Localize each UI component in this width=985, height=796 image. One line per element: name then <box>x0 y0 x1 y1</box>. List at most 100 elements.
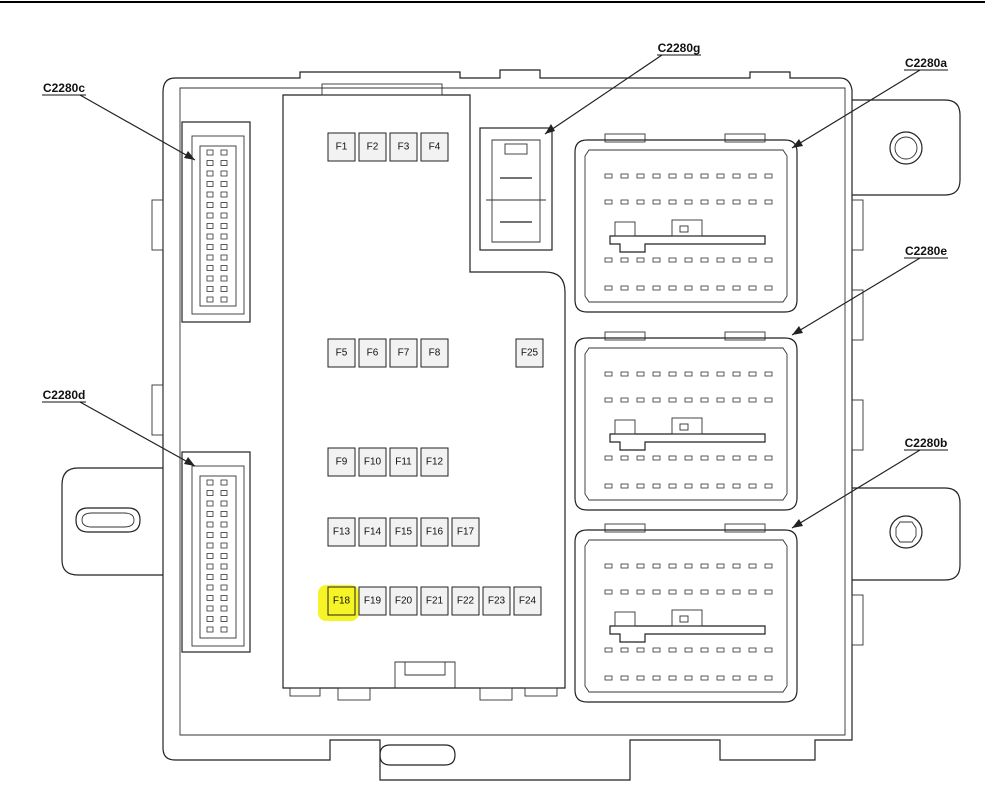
connector-pin <box>668 173 677 179</box>
connector-pin <box>636 563 645 569</box>
connector-pin <box>668 257 677 263</box>
connector-pin <box>700 257 709 263</box>
connector-pin <box>684 371 693 377</box>
connector-c2280d <box>181 451 251 653</box>
connector-pin <box>668 483 677 489</box>
connector-pin <box>716 257 725 263</box>
connector-pin <box>206 223 214 229</box>
connector-pin <box>220 149 228 156</box>
connector-pin <box>604 371 613 377</box>
connector-pin <box>636 371 645 377</box>
fuse-label-f9: F9 <box>336 457 348 468</box>
connector-pin <box>668 199 677 205</box>
connector-pin <box>748 675 757 681</box>
connector-c2280g <box>479 127 553 251</box>
connector-pin <box>206 181 214 187</box>
connector-pin <box>220 553 228 559</box>
fuse-panel <box>282 83 566 701</box>
connector-pin <box>604 285 613 291</box>
connector-pin <box>700 483 709 489</box>
connector-pin <box>668 675 677 681</box>
connector-pin <box>206 212 214 219</box>
connector-pin <box>636 455 645 461</box>
connector-pin <box>684 483 693 489</box>
connector-pin <box>732 455 741 461</box>
connector-pin <box>764 563 773 569</box>
connector-pin <box>206 286 214 292</box>
connector-pin <box>700 589 709 595</box>
connector-pin <box>604 647 613 653</box>
connector-pin <box>700 173 709 179</box>
connector-pin <box>220 479 228 486</box>
connector-pin <box>220 563 228 570</box>
connector-pin <box>732 257 741 263</box>
connector-pin <box>684 257 693 263</box>
fuse-f25 <box>515 338 544 368</box>
connector-pin <box>764 483 773 489</box>
connector-pin <box>652 257 661 263</box>
connector-pin <box>700 455 709 461</box>
fuse-f3 <box>389 132 418 162</box>
connector-pin <box>684 563 693 569</box>
fuse-f12 <box>420 447 449 477</box>
connector-pin <box>748 455 757 461</box>
fuse-f18 <box>327 586 356 616</box>
connector-pin <box>732 173 741 179</box>
fuse-f22 <box>451 586 480 616</box>
fuse-label-f1: F1 <box>336 142 348 153</box>
connector-c2280a <box>574 133 798 313</box>
connector-pin <box>700 199 709 205</box>
connector-pin <box>620 199 629 205</box>
connector-pin <box>604 589 613 595</box>
connector-pin <box>716 371 725 377</box>
connector-pin <box>220 616 228 622</box>
connector-pin <box>716 455 725 461</box>
connector-pin <box>652 589 661 595</box>
connector-pin <box>220 500 228 507</box>
fuse-f15 <box>389 517 418 547</box>
label-c2280g: C2280g <box>658 41 701 55</box>
connector-pin <box>206 605 214 612</box>
connector-pin <box>220 212 228 219</box>
connector-pin <box>732 675 741 681</box>
fuse-f8 <box>420 338 449 368</box>
connector-pin <box>668 563 677 569</box>
connector-pin <box>220 605 228 612</box>
connector-pin <box>206 202 214 208</box>
fuse-label-f16: F16 <box>426 527 444 538</box>
connector-pin <box>604 199 613 205</box>
connector-pin <box>700 563 709 569</box>
connector-pin <box>684 285 693 291</box>
fuse-f2 <box>358 132 387 162</box>
label-c2280e: C2280e <box>905 244 947 258</box>
connector-pin <box>716 199 725 205</box>
connector-c2280b <box>574 523 798 703</box>
connector-c2280e <box>574 331 798 511</box>
connector-pin <box>636 647 645 653</box>
fuse-f23 <box>482 586 511 616</box>
connector-pin <box>732 285 741 291</box>
fuse-label-f3: F3 <box>398 142 410 153</box>
connector-pin <box>684 455 693 461</box>
connector-pin <box>604 483 613 489</box>
connector-pin <box>700 285 709 291</box>
connector-pin <box>206 532 214 538</box>
connector-pin <box>220 542 228 549</box>
connector-pin <box>620 647 629 653</box>
connector-pin <box>220 532 228 538</box>
connector-pin <box>732 563 741 569</box>
connector-pin <box>652 173 661 179</box>
connector-pin <box>636 675 645 681</box>
connector-pin <box>668 589 677 595</box>
fuse-f10 <box>358 447 387 477</box>
label-c2280b: C2280b <box>905 436 948 450</box>
connector-pin <box>764 647 773 653</box>
connector-pin <box>732 371 741 377</box>
fuse-label-f10: F10 <box>364 457 382 468</box>
connector-pin <box>220 265 228 271</box>
connector-pin <box>620 285 629 291</box>
connector-pin <box>652 675 661 681</box>
connector-pin <box>220 254 228 261</box>
connector-pin <box>206 275 214 282</box>
